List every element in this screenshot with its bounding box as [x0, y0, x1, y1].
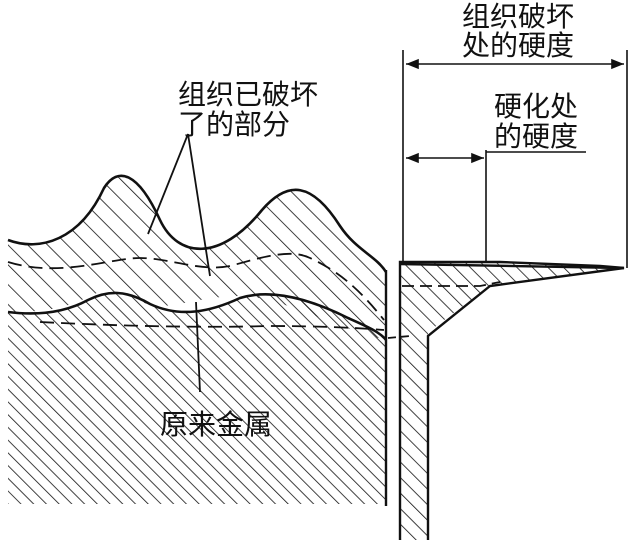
hardened-skin-layer	[400, 262, 624, 332]
label-destroyed-part-line1: 组织已破坏	[178, 78, 318, 111]
leader-destroyed-2	[187, 133, 211, 277]
label-destroyed-part-line2: 了的部分	[178, 108, 290, 141]
leader-destroyed-1	[147, 133, 189, 235]
left-dashed-boundary-lower	[39, 321, 385, 331]
right-dashed-boundary-lower	[387, 335, 411, 339]
right-web	[400, 332, 428, 540]
original-metal-region	[8, 292, 386, 504]
label-hardened-hardness-line1: 硬化处	[494, 90, 578, 123]
outer-surface-line	[7, 174, 388, 273]
right-dashed-boundary	[402, 281, 501, 287]
original-metal-boundary	[7, 291, 388, 341]
left-dashed-boundary-upper	[7, 252, 385, 321]
right-skin-top-line	[399, 262, 625, 270]
label-hardened-hardness-line2: 的硬度	[494, 120, 578, 153]
label-original-metal: 原来金属	[160, 408, 272, 441]
label-destroyed-hardness-line1: 组织破坏	[462, 0, 574, 33]
leader-original-metal	[195, 301, 201, 393]
label-destroyed-hardness-line2: 处的硬度	[462, 29, 574, 62]
